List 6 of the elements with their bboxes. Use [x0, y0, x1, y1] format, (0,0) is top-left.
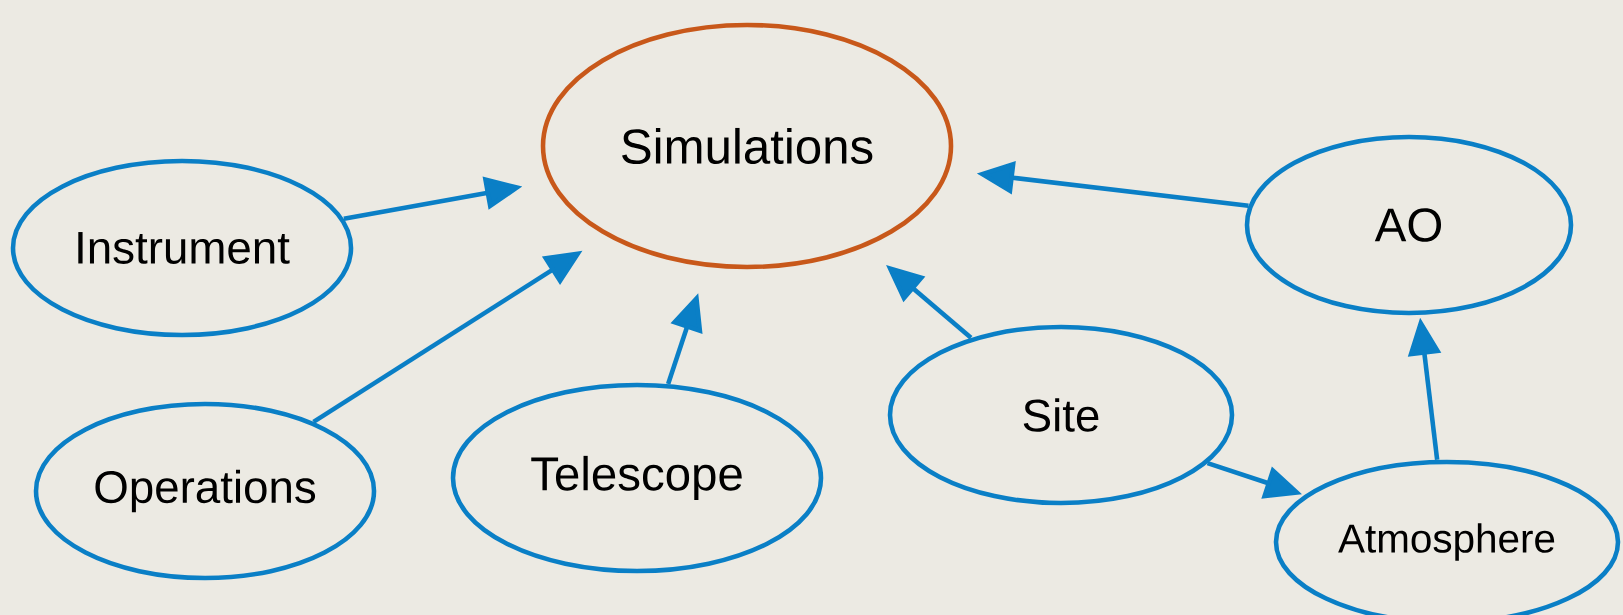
ellipse-node: AO [1244, 134, 1574, 316]
ellipse-node: Site [887, 324, 1235, 506]
ellipse-node: Telescope [450, 382, 824, 574]
ellipse-node: Operations [33, 401, 377, 581]
ellipse-node: Simulations [540, 22, 954, 270]
ellipse-node: Instrument [10, 158, 354, 338]
